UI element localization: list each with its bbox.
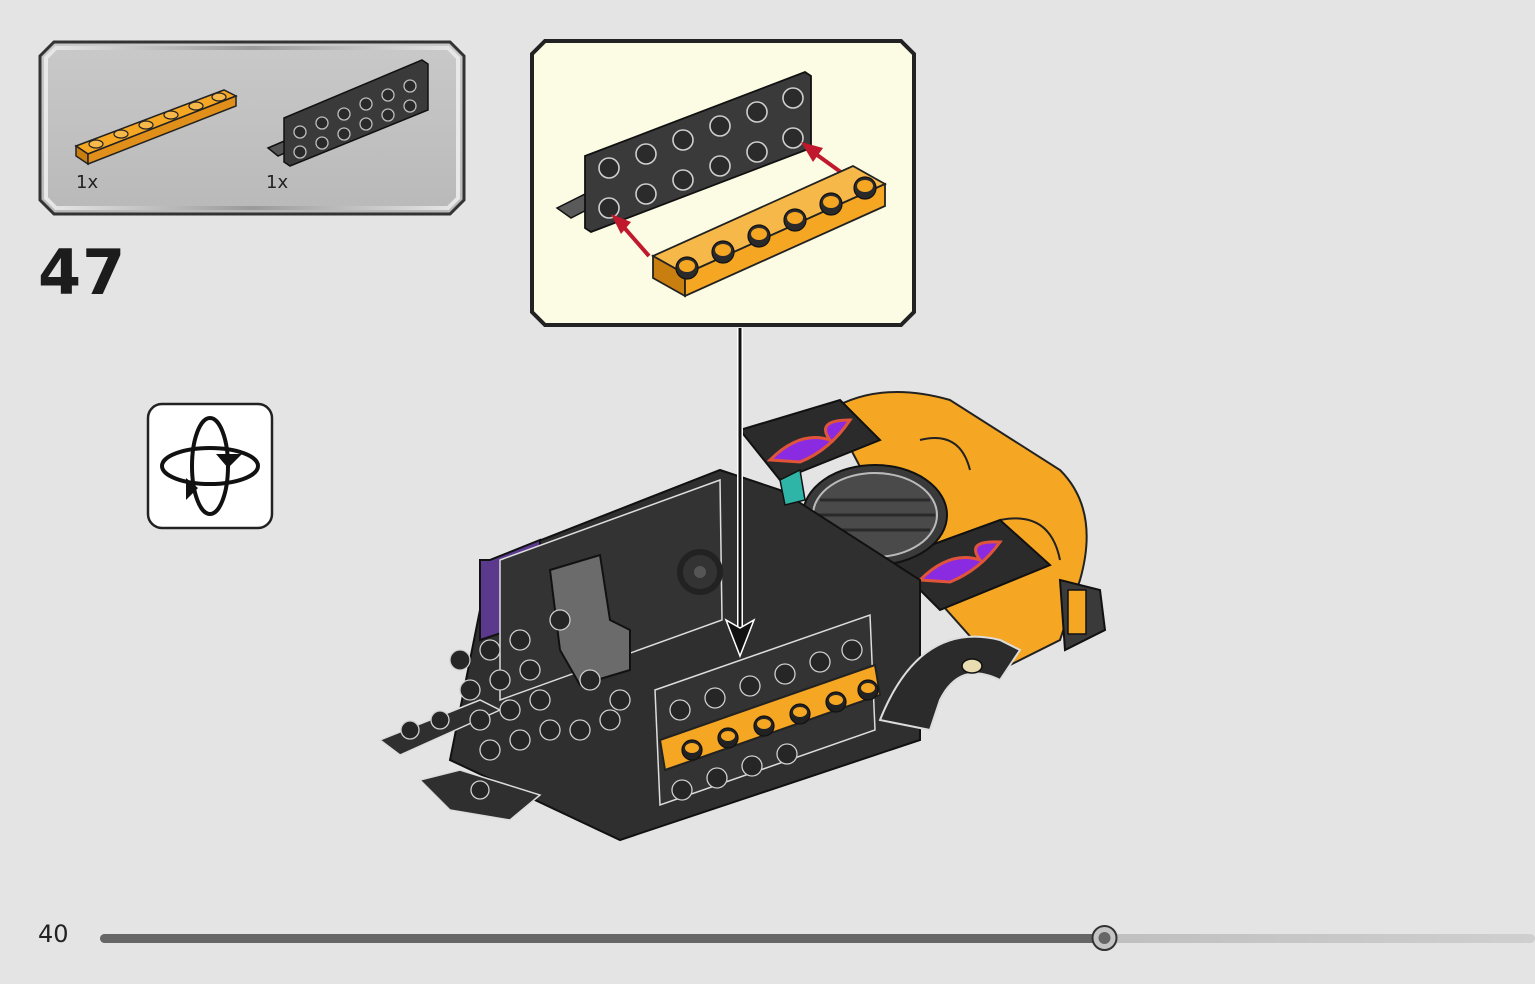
page-number: 40 [38,920,69,948]
car-rear-body [828,391,1107,672]
parts-list-box [38,40,466,216]
sub-assembly-callout [529,38,917,328]
callout-orange-plate [651,164,887,298]
progress-fill [100,934,1105,943]
car-model-assembly [360,320,1140,860]
black-bracket-part [266,59,429,167]
placement-arrow [724,328,756,659]
attach-arrows [611,142,851,258]
step-number: 47 [38,236,127,309]
progress-marker [1091,925,1118,951]
part-quantity-1: 1x [76,172,99,193]
orange-plate-part [74,89,238,166]
part-quantity-2: 1x [266,172,289,193]
flame-decal-panel [738,398,1052,612]
progress-bar [100,920,1535,956]
rotate-model-icon [146,402,274,530]
car-chassis [378,468,1022,842]
callout-black-bracket [555,70,812,234]
